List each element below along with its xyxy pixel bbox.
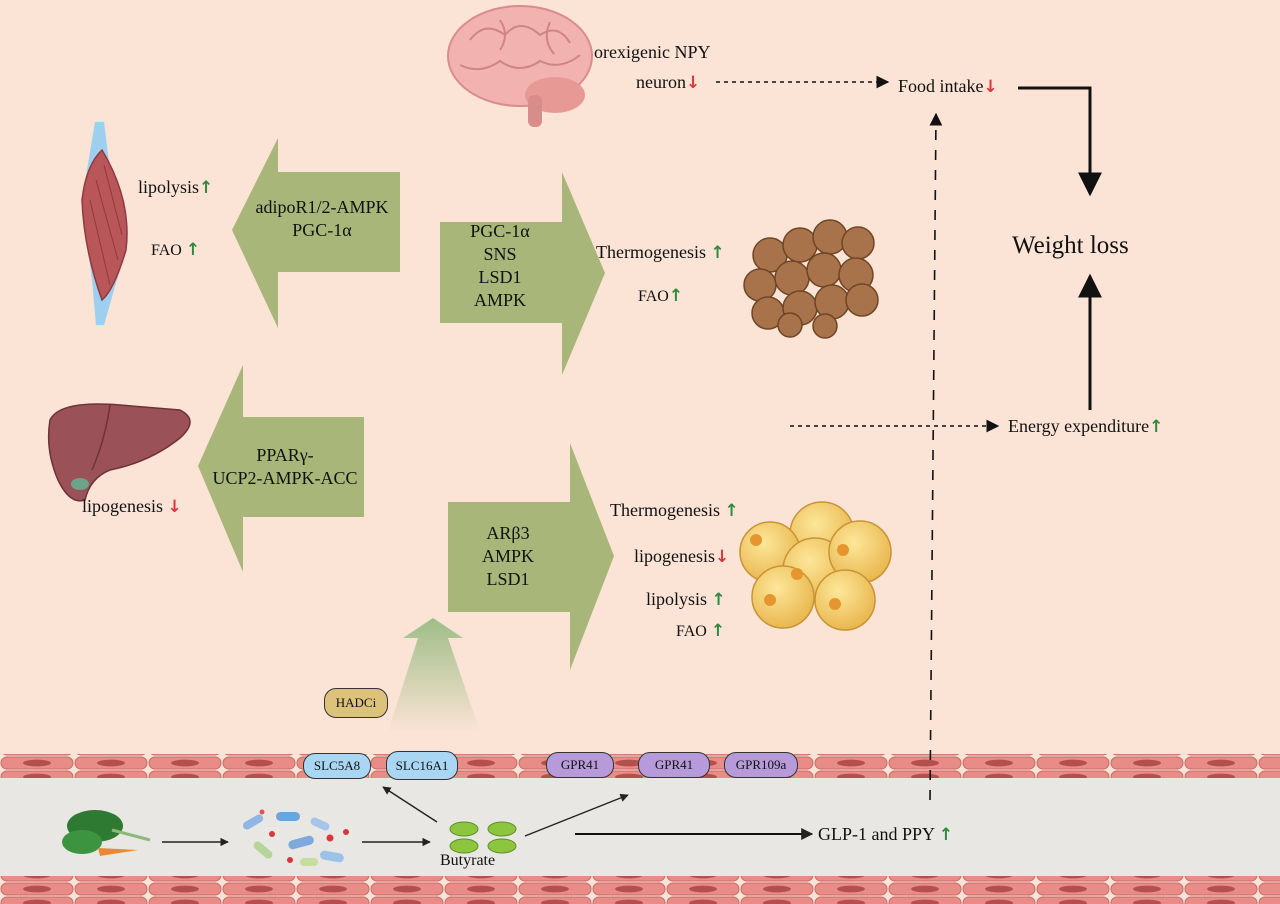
npy-label-line2: neuron↓ bbox=[636, 72, 701, 93]
pathway-line: PGC-1α bbox=[470, 221, 530, 241]
pathway-line: PPARγ- bbox=[256, 445, 314, 465]
slc5a8-receptor: SLC5A8 bbox=[303, 753, 371, 779]
down-arrow-icon: ↓ bbox=[983, 77, 998, 97]
up-arrow-icon: ↑ bbox=[711, 590, 726, 610]
butyrate-to-slc-arrow bbox=[382, 786, 438, 823]
brown-thermogenesis-label: Thermogenesis ↑ bbox=[596, 242, 725, 263]
down-arrow-icon: ↓ bbox=[715, 547, 730, 567]
pathway-line: SNS bbox=[483, 244, 517, 264]
up-arrow-icon: ↑ bbox=[668, 286, 684, 306]
up-arrow-icon: ↑ bbox=[710, 243, 725, 263]
vegetables-icon bbox=[62, 810, 151, 856]
up-arrow-icon: ↑ bbox=[724, 501, 739, 521]
slc16a1-receptor: SLC16A1 bbox=[386, 751, 458, 780]
gut-microbes-icon bbox=[242, 809, 349, 866]
pathway-line: LSD1 bbox=[486, 569, 530, 589]
down-arrow-icon: ↓ bbox=[167, 497, 182, 517]
up-arrow-icon: ↑ bbox=[1149, 417, 1164, 437]
intestinal-lumen bbox=[0, 778, 1280, 876]
white-fat-icon bbox=[739, 501, 892, 631]
food-to-weight-arrow bbox=[1018, 86, 1102, 197]
glp-to-food-arrow bbox=[929, 112, 943, 801]
muscle-lipolysis-label: lipolysis↑ bbox=[138, 177, 214, 198]
butyrate-to-gpr-arrow bbox=[524, 793, 629, 837]
white-lipolysis-label: lipolysis ↑ bbox=[646, 589, 726, 610]
liver-pathway-text: PPARγ- UCP2-AMPK-ACC bbox=[200, 444, 370, 490]
glp-ppy-label: GLP-1 and PPY ↑ bbox=[818, 824, 954, 845]
pathway-line: adipoR1/2-AMPK bbox=[255, 197, 389, 217]
up-arrow-icon: ↑ bbox=[938, 825, 954, 845]
hadci-badge: HADCi bbox=[324, 688, 388, 718]
white-fat-pathway-text: ARβ3 AMPK LSD1 bbox=[448, 522, 568, 591]
muscle-fao-label: FAO ↑ bbox=[151, 240, 201, 260]
pathway-line: UCP2-AMPK-ACC bbox=[212, 468, 358, 488]
brown-fat-pathway-text: PGC-1α SNS LSD1 AMPK bbox=[440, 220, 560, 312]
down-arrow-icon: ↓ bbox=[685, 73, 701, 93]
brown-fao-label: FAO↑ bbox=[638, 286, 684, 306]
gpr109a-receptor: GPR109a bbox=[724, 752, 798, 778]
up-arrow-icon: ↑ bbox=[199, 178, 214, 198]
pathway-line: AMPK bbox=[473, 290, 526, 310]
white-lipogenesis-label: lipogenesis↓ bbox=[634, 546, 730, 567]
brain-icon bbox=[447, 5, 593, 127]
butyrate-signal-arrow bbox=[388, 618, 480, 732]
muscle-icon bbox=[81, 122, 128, 325]
npy-label-line1: orexigenic NPY bbox=[594, 42, 711, 62]
butyrate-label: Butyrate bbox=[440, 852, 496, 869]
liver-lipogenesis-label: lipogenesis ↓ bbox=[82, 496, 182, 517]
brown-fat-pathway-arrow bbox=[440, 172, 605, 375]
white-thermogenesis-label: Thermogenesis ↑ bbox=[610, 500, 739, 521]
up-arrow-icon: ↑ bbox=[710, 621, 726, 641]
butyrate-molecules-icon bbox=[449, 821, 517, 854]
epithelium-bottom bbox=[0, 876, 1280, 904]
energy-expenditure-label: Energy expenditure↑ bbox=[1008, 416, 1164, 437]
gpr41-receptor-1: GPR41 bbox=[546, 752, 614, 778]
pathway-line: PGC-1α bbox=[292, 220, 352, 240]
weight-loss-label: Weight loss bbox=[1012, 232, 1129, 259]
white-fao-label: FAO ↑ bbox=[676, 621, 726, 641]
pathway-line: ARβ3 bbox=[486, 523, 530, 543]
liver-pathway-arrow bbox=[198, 365, 364, 572]
liver-icon bbox=[47, 403, 191, 502]
gpr41-receptor-2: GPR41 bbox=[638, 752, 710, 778]
pathway-line: LSD1 bbox=[478, 267, 522, 287]
muscle-pathway-text: adipoR1/2-AMPK PGC-1α bbox=[238, 196, 406, 242]
pathway-line: AMPK bbox=[481, 546, 534, 566]
food-intake-label: Food intake↓ bbox=[898, 76, 998, 97]
muscle-pathway-arrow bbox=[232, 138, 400, 328]
up-arrow-icon: ↑ bbox=[185, 240, 201, 260]
white-fat-pathway-arrow bbox=[448, 443, 614, 670]
brown-fat-icon bbox=[743, 219, 879, 339]
